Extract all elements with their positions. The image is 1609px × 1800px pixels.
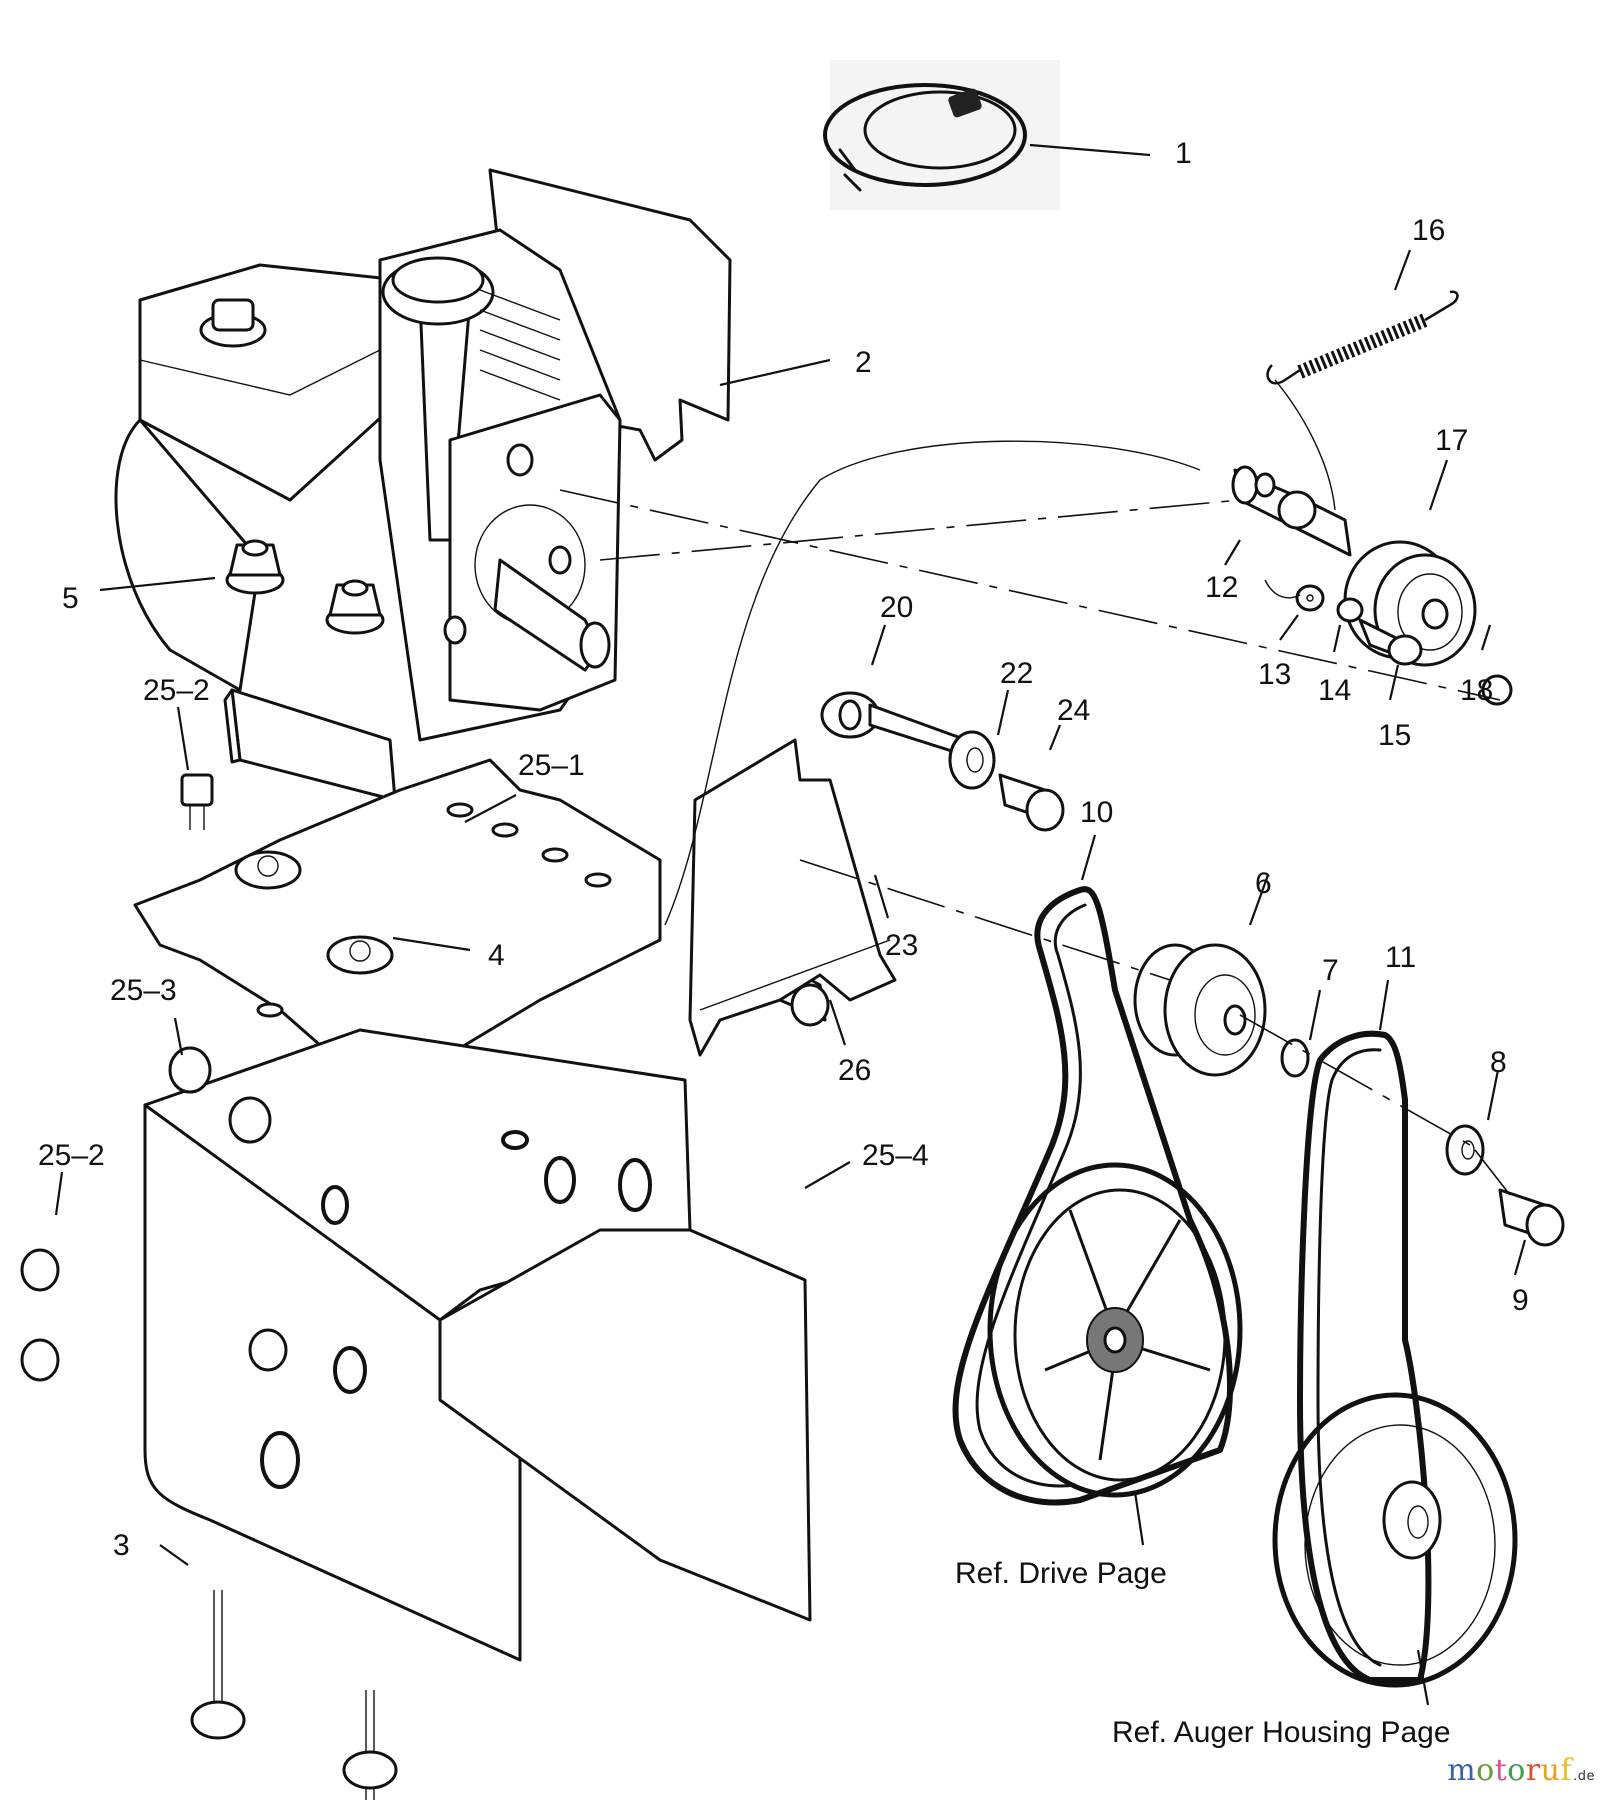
leader-auger-ref <box>1416 1649 1430 1706</box>
callout-24[interactable]: 24 <box>1057 694 1090 727</box>
washer-part-8[interactable] <box>1445 1124 1485 1176</box>
lock-washer-part[interactable] <box>234 850 394 975</box>
assembly-axis-lines <box>559 379 1511 1196</box>
callout-18[interactable]: 18 <box>1460 674 1493 707</box>
pulley-bolt-part-9[interactable] <box>1498 1188 1565 1247</box>
belt-guide-bracket-part[interactable] <box>688 738 897 1057</box>
watermark-suffix: .de <box>1573 1769 1595 1784</box>
leader-23 <box>873 874 890 919</box>
watermark-letter: o <box>1507 1753 1526 1788</box>
watermark-logo: motoruf.de <box>1447 1753 1595 1788</box>
engine-part[interactable] <box>114 168 732 802</box>
callout-15[interactable]: 15 <box>1378 719 1411 752</box>
leader-13 <box>1279 614 1299 641</box>
callout-23[interactable]: 23 <box>885 929 918 962</box>
shoulder-bolt-part-15[interactable] <box>1358 618 1423 666</box>
watermark-letter: t <box>1494 1753 1508 1788</box>
callout-13[interactable]: 13 <box>1258 658 1291 691</box>
leader-2 <box>719 358 831 387</box>
leader-7 <box>1308 989 1322 1041</box>
callout-9[interactable]: 9 <box>1512 1284 1529 1317</box>
ref-drive-page[interactable]: Ref. Drive Page <box>955 1557 1167 1590</box>
callout-25-2a[interactable]: 25–2 <box>143 674 210 707</box>
leader-1 <box>1029 143 1151 157</box>
flange-nut-part[interactable] <box>225 539 385 635</box>
leader-6 <box>1248 874 1270 926</box>
callout-1[interactable]: 1 <box>1175 137 1192 170</box>
callout-17[interactable]: 17 <box>1435 424 1468 457</box>
power-cord-part[interactable] <box>823 60 1060 210</box>
lock-washer-part-14[interactable] <box>1336 597 1364 623</box>
belt-keeper-rod-part[interactable] <box>820 691 982 762</box>
spacer-part-7[interactable] <box>1280 1038 1310 1078</box>
leader-20 <box>870 624 887 666</box>
leader-12 <box>1224 539 1241 566</box>
extension-spring-part[interactable] <box>1266 290 1459 385</box>
callout-7[interactable]: 7 <box>1322 954 1339 987</box>
watermark-letter: u <box>1540 1753 1561 1788</box>
leader-5 <box>99 576 216 592</box>
leader-9 <box>1513 1239 1527 1276</box>
ref-auger-housing-page[interactable]: Ref. Auger Housing Page <box>1112 1716 1451 1749</box>
leader-25-3 <box>173 1017 184 1056</box>
callout-12[interactable]: 12 <box>1205 571 1238 604</box>
carriage-bolt-part[interactable] <box>190 1590 398 1800</box>
leader-26 <box>828 999 847 1046</box>
leader-25-2a <box>176 706 190 771</box>
callout-25-4[interactable]: 25–4 <box>862 1139 929 1172</box>
spacer-part-13[interactable] <box>1295 584 1325 612</box>
callout-10[interactable]: 10 <box>1080 796 1113 829</box>
leader-17 <box>1428 459 1449 511</box>
callout-11[interactable]: 11 <box>1385 941 1416 974</box>
hex-bolt-part-24[interactable] <box>998 773 1065 832</box>
leader-3 <box>159 1544 189 1566</box>
auger-belt-part[interactable] <box>1297 1030 1432 1683</box>
leader-25-1 <box>464 794 517 823</box>
callout-25-2b[interactable]: 25–2 <box>38 1139 105 1172</box>
callout-16[interactable]: 16 <box>1412 214 1445 247</box>
callout-4[interactable]: 4 <box>488 939 505 972</box>
leader-24 <box>1048 724 1062 751</box>
leader-25-4 <box>804 1161 851 1189</box>
callout-5[interactable]: 5 <box>62 582 79 615</box>
leader-lines <box>54 143 1527 1706</box>
callout-labels: 1 2 3 4 5 6 7 8 9 10 11 12 13 14 15 16 1… <box>38 137 1529 1562</box>
leader-10 <box>1080 834 1097 881</box>
idler-bracket-part[interactable] <box>1231 465 1352 557</box>
leader-8 <box>1486 1069 1500 1121</box>
leader-15 <box>1388 664 1400 701</box>
leader-drive-ref <box>1133 1491 1145 1546</box>
auger-pulley-ref[interactable] <box>1272 1392 1518 1688</box>
drive-pulley-ref[interactable] <box>987 1162 1243 1498</box>
engine-pulley-part[interactable] <box>1133 943 1267 1077</box>
leader-25-2b <box>54 1171 64 1216</box>
reference-notes: Ref. Drive Page Ref. Auger Housing Page <box>955 1557 1451 1749</box>
leader-16 <box>1393 249 1412 291</box>
watermark-letter: r <box>1525 1753 1541 1788</box>
callout-2[interactable]: 2 <box>855 346 872 379</box>
watermark-letter: o <box>1476 1753 1495 1788</box>
callout-14[interactable]: 14 <box>1318 674 1351 707</box>
leader-18 <box>1480 624 1492 651</box>
callout-25-1[interactable]: 25–1 <box>518 749 585 782</box>
leader-11 <box>1378 979 1390 1031</box>
washer-part-22[interactable] <box>948 730 996 790</box>
hex-screw-part[interactable] <box>20 773 288 1382</box>
engine-mount-plate-part[interactable] <box>133 758 662 1082</box>
callout-25-3[interactable]: 25–3 <box>110 974 177 1007</box>
leader-4 <box>392 936 471 952</box>
frame-side-panel-part[interactable] <box>143 1028 812 1662</box>
callout-26[interactable]: 26 <box>838 1054 871 1087</box>
watermark-letter: f <box>1560 1753 1573 1788</box>
callout-3[interactable]: 3 <box>113 1529 130 1562</box>
callout-20[interactable]: 20 <box>880 591 913 624</box>
leader-14 <box>1332 624 1342 653</box>
callout-22[interactable]: 22 <box>1000 657 1033 690</box>
leader-22 <box>996 689 1010 736</box>
callout-8[interactable]: 8 <box>1490 1046 1507 1079</box>
watermark-letter: m <box>1447 1753 1477 1788</box>
callout-6[interactable]: 6 <box>1255 867 1272 900</box>
